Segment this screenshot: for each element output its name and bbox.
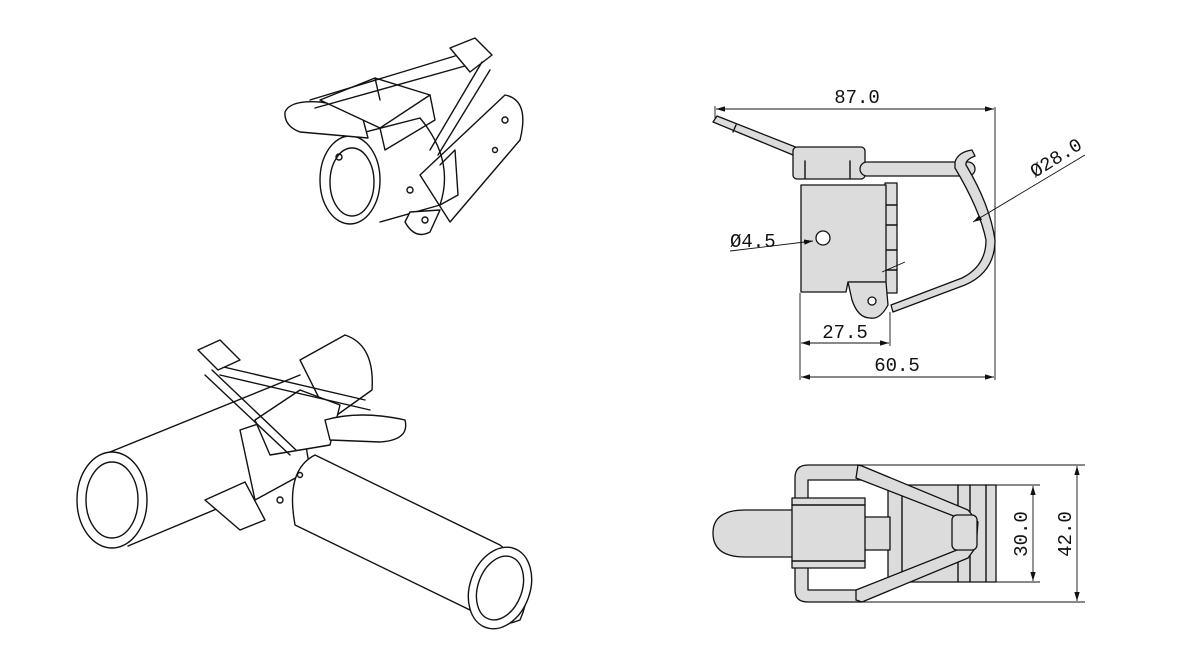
dim-hole-diameter: Ø4.5 (730, 231, 776, 253)
side-view: 87.0 Ø4.5 Ø28.0 27.5 60.5 (712, 87, 1087, 380)
dim-plate-height: 30.0 (1011, 511, 1033, 557)
dim-overall-length: 87.0 (834, 87, 880, 109)
dim-overall-height: 42.0 (1055, 511, 1077, 557)
dim-base-length: 60.5 (874, 355, 920, 377)
isometric-view-mounted-on-tubes (76, 334, 533, 630)
dim-loop-diameter: Ø28.0 (1027, 134, 1087, 183)
isometric-view-latch-closed (284, 37, 524, 236)
dim-plate-width: 27.5 (822, 322, 868, 344)
top-view: 30.0 42.0 (712, 464, 1085, 603)
